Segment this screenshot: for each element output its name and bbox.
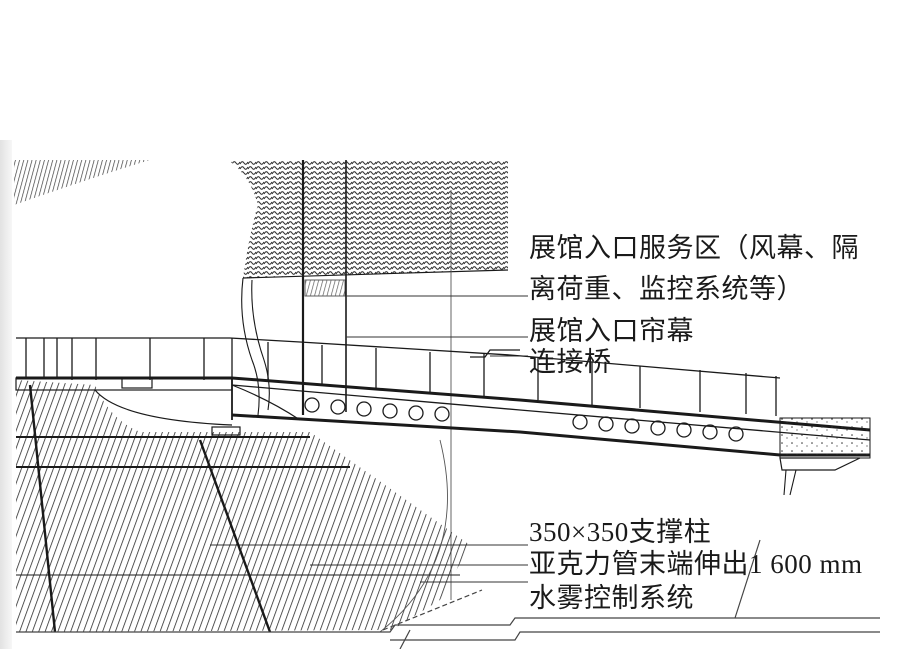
- label-acrylic-tube-text: 亚克力管末端伸出1 600 mm: [529, 549, 863, 579]
- label-entrance-curtain: 展馆入口帘幕: [529, 316, 694, 347]
- bridge-tube-openings: [304, 397, 744, 442]
- ground-line: [16, 539, 880, 649]
- label-water-mist-text: 水雾控制系统: [529, 583, 694, 614]
- label-water-mist: 水雾控制系统: [529, 583, 694, 614]
- label-support-column: 350×350支撑柱: [529, 517, 711, 548]
- entrance-curtain-frame: [16, 337, 781, 416]
- label-service-zone-line-1: 展馆入口服务区（风幕、隔: [529, 233, 859, 264]
- label-support-column-text: 350×350支撑柱: [529, 517, 712, 547]
- label-acrylic-tube: 亚克力管末端伸出1 600 mm: [529, 549, 863, 580]
- scan-edge-shadow: [0, 140, 12, 649]
- label-connecting-bridge-text: 连接桥: [529, 347, 612, 378]
- canopy-left-hatch: [14, 160, 150, 205]
- pavilion-mesh-volume: [228, 160, 509, 600]
- label-service-zone-line-2: 离荷重、监控系统等）: [529, 274, 804, 305]
- label-service-zone: 展馆入口服务区（风幕、隔 离荷重、监控系统等）: [529, 233, 859, 305]
- acrylic-tube-field: [16, 380, 470, 633]
- label-entrance-curtain-text: 展馆入口帘幕: [529, 316, 694, 347]
- label-connecting-bridge: 连接桥: [529, 347, 612, 378]
